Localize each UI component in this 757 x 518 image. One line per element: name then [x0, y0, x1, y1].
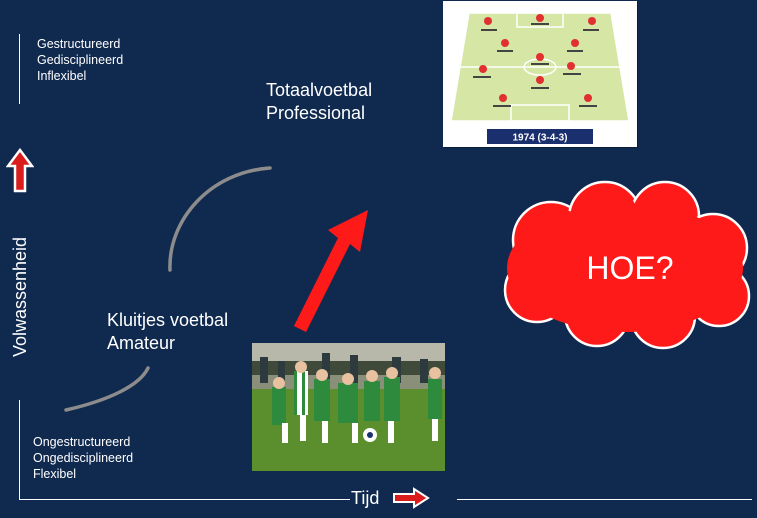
formation-caption: 1974 (3-4-3): [512, 133, 567, 144]
lower-arc: [64, 366, 150, 412]
bottom-trait: Flexibel: [33, 467, 77, 481]
x-axis-label: Tijd: [351, 488, 380, 508]
axis-line-horizontal-left: [19, 499, 350, 500]
bottom-trait: Ongedisciplineerd: [33, 451, 134, 465]
top-traits: Gestructureerd Gedisciplineerd Inflexibe…: [37, 36, 123, 84]
axis-line-vertical-bottom: [19, 400, 20, 500]
kids-football-image: [252, 343, 445, 471]
bottom-stage-label: Kluitjes voetbal Amateur: [107, 309, 228, 355]
right-arrow-icon: [393, 487, 430, 509]
top-stage-line: Totaalvoetbal: [266, 80, 373, 100]
bottom-stage-line: Amateur: [107, 333, 176, 353]
cloud-text: HOE?: [586, 250, 674, 286]
top-stage-label: Totaalvoetbal Professional: [266, 79, 372, 125]
bottom-trait: Ongestructureerd: [33, 435, 131, 449]
top-stage-line: Professional: [266, 103, 366, 123]
top-trait: Inflexibel: [37, 69, 87, 83]
upper-arc: [168, 166, 272, 272]
growth-arrow: [294, 210, 368, 332]
y-axis-label: Volwassenheid: [10, 236, 30, 358]
bottom-traits: Ongestructureerd Ongedisciplineerd Flexi…: [33, 434, 133, 482]
up-arrow-icon: [6, 148, 34, 193]
axis-line-vertical-top: [19, 34, 20, 104]
top-trait: Gedisciplineerd: [37, 53, 124, 67]
axis-line-horizontal-right: [457, 499, 752, 500]
bottom-stage-line: Kluitjes voetbal: [107, 310, 229, 330]
top-trait: Gestructureerd: [37, 37, 121, 51]
progress-arcs: [64, 166, 272, 412]
formation-image: 1974 (3-4-3): [443, 1, 637, 147]
cloud-shape: [503, 180, 751, 350]
